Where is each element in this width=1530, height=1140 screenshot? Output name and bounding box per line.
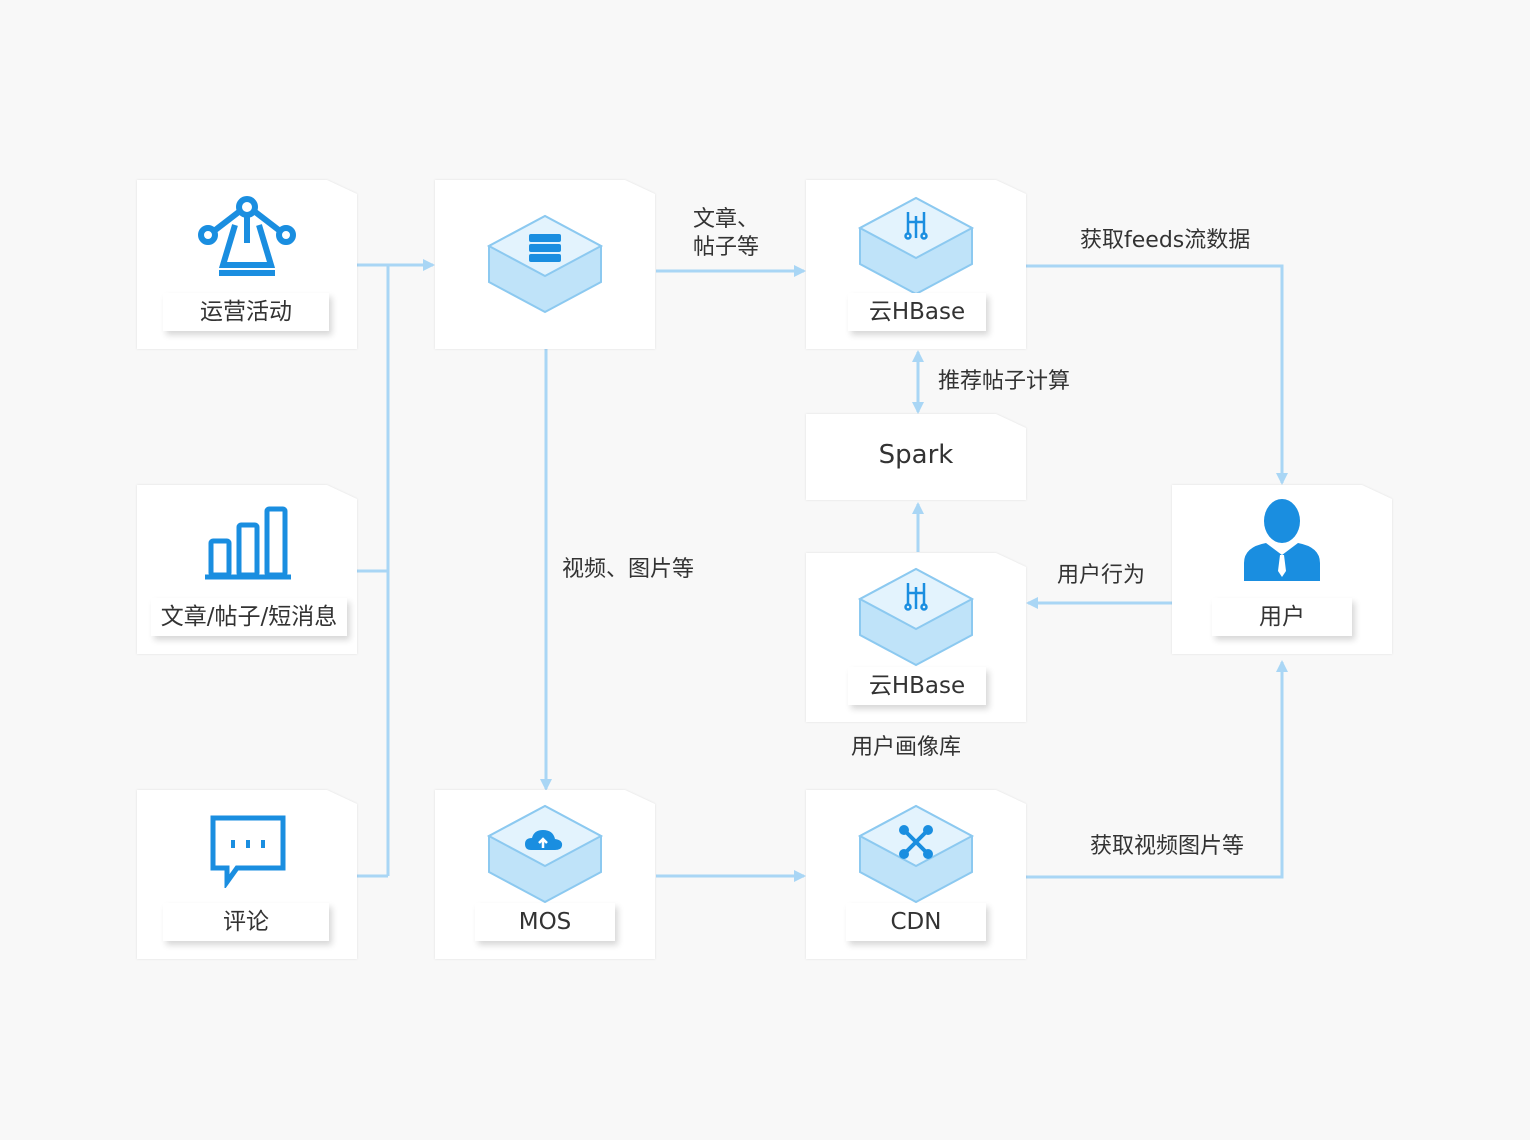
node-spark: Spark: [806, 414, 1026, 500]
node-label: MOS: [475, 903, 615, 941]
node-label: 评论: [163, 903, 329, 941]
bar-chart-icon: [205, 506, 291, 580]
node-ops-activity: 运营活动: [137, 180, 357, 349]
node-label: 用户: [1212, 598, 1352, 636]
edge-hbase-to-user: [1026, 264, 1288, 485]
hbase-cube: [857, 196, 975, 296]
node-caption-profile: 用户画像库: [851, 735, 962, 760]
node-label: 文章/帖子/短消息: [151, 598, 347, 636]
node-label: Spark: [878, 440, 954, 470]
node-label: 运营活动: [163, 293, 329, 331]
node-cdn: CDN: [806, 790, 1026, 959]
node-hbase-profile: 云HBase: [806, 553, 1026, 722]
node-comments: 评论: [137, 790, 357, 959]
edge-label-user-to-profile: 用户行为: [1057, 563, 1146, 588]
chat-icon: [210, 815, 286, 888]
user-icon: [1244, 499, 1320, 581]
edge-label-cdn-to-user: 获取视频图片等: [1090, 834, 1245, 859]
node-label: 云HBase: [848, 667, 986, 705]
hbase-cube: [857, 567, 975, 667]
edge-label-hbase-to-user: 获取feeds流数据: [1080, 228, 1251, 253]
hbase-icon: [904, 212, 928, 240]
node-label: 云HBase: [848, 293, 986, 331]
hbase-icon: [904, 583, 928, 611]
node-user: 用户: [1172, 485, 1392, 654]
node-articles: 文章/帖子/短消息: [137, 485, 357, 654]
network-icon: [198, 196, 296, 276]
cdn-icon: [899, 825, 933, 859]
edge-label-hbase-spark: 推荐帖子计算: [938, 369, 1071, 394]
edge-label-line1: 文章、: [693, 207, 760, 232]
node-hbase-top: 云HBase: [806, 180, 1026, 349]
mos-cube: [486, 804, 604, 904]
node-label: CDN: [846, 903, 986, 941]
edge-label-line2: 帖子等: [693, 235, 760, 260]
server-cube: [486, 214, 604, 314]
node-mos: MOS: [435, 790, 655, 959]
edge-label-server-to-hbase: 文章、 帖子等: [693, 206, 759, 262]
node-server: [435, 180, 655, 349]
cloud-upload-icon: [525, 830, 563, 850]
edge-cdn-to-user: [1026, 660, 1288, 879]
edge-label-server-to-mos: 视频、图片等: [562, 557, 695, 582]
database-icon: [529, 234, 561, 262]
cdn-cube: [857, 804, 975, 904]
